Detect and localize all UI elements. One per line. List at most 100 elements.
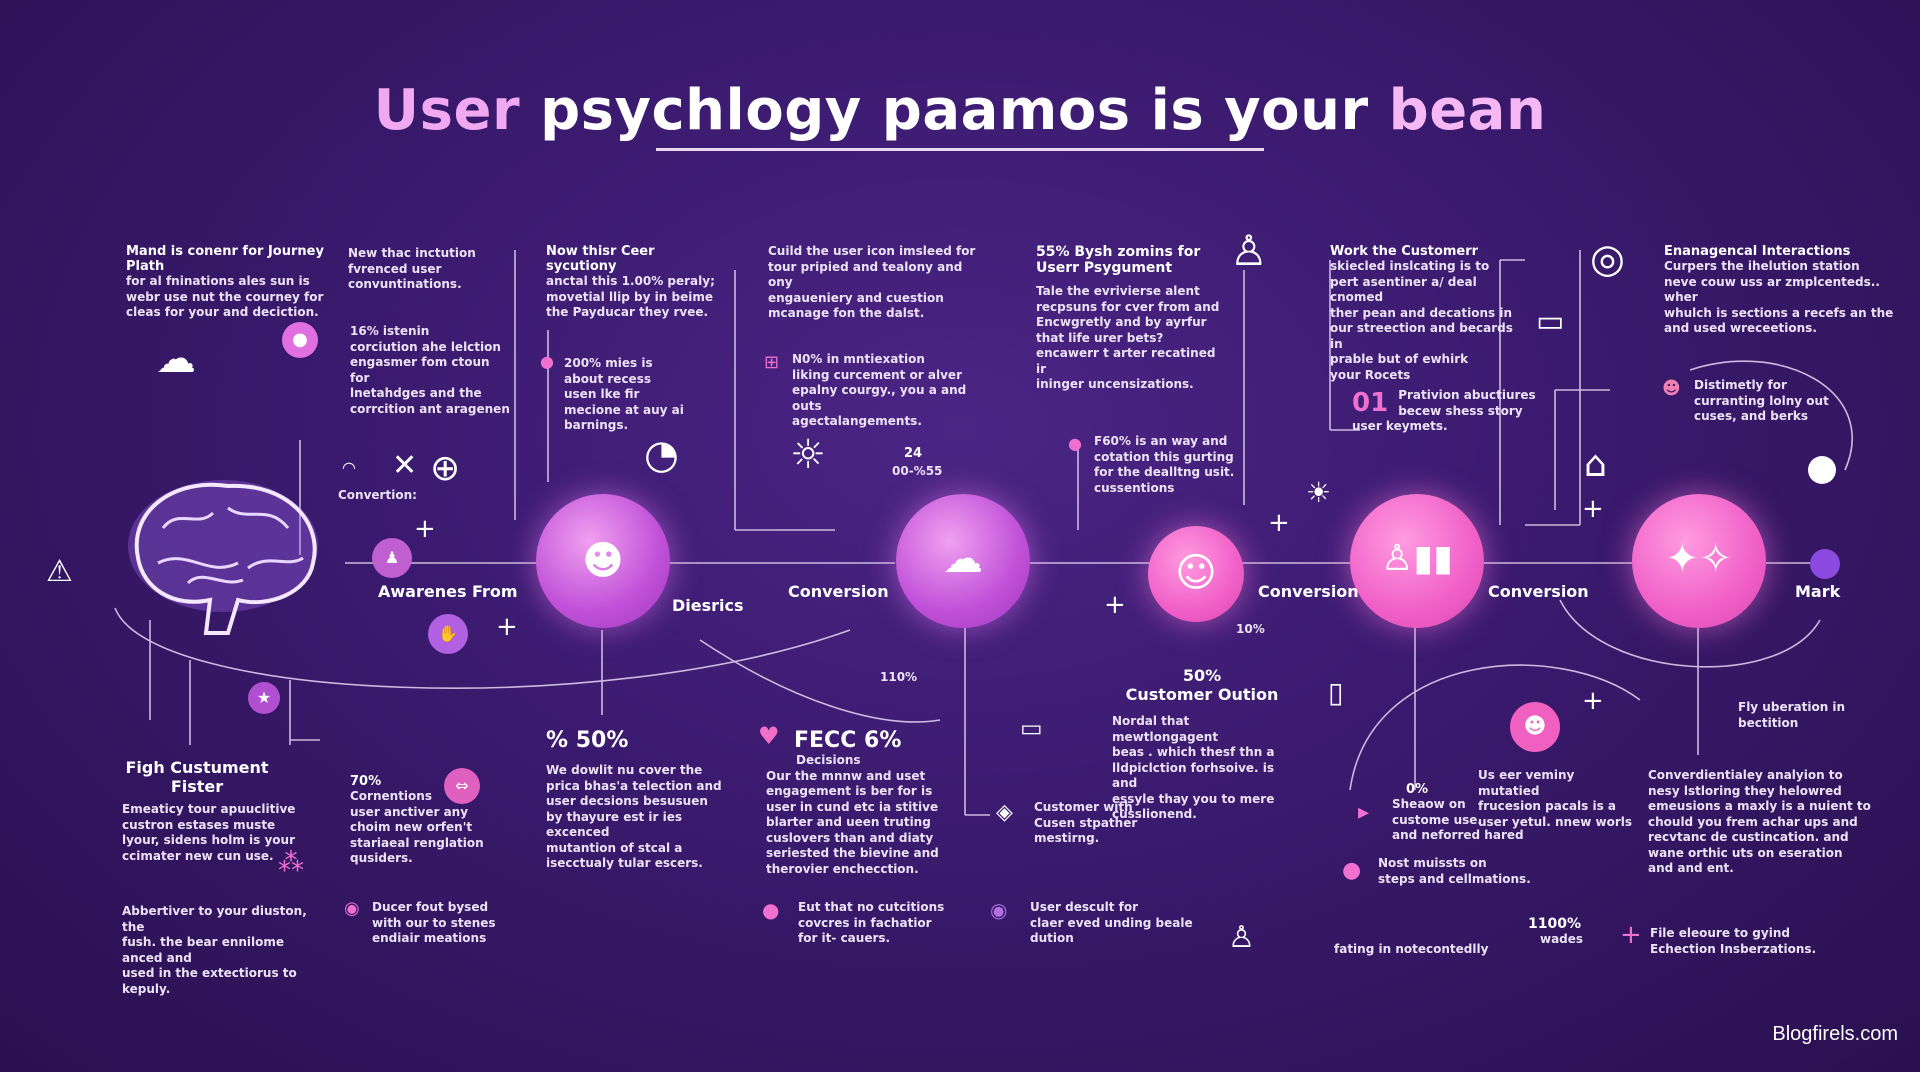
time-label: 00-%55: [892, 464, 943, 478]
bottom-block-2: 70% Cornentions user anctiver any choim …: [350, 774, 484, 865]
plus-icon-4: +: [1268, 508, 1290, 538]
plus-circle-icon: ⊞: [764, 352, 780, 373]
top-block-3: Now thisr Ceer sycutiony anctal this 1.0…: [546, 244, 715, 319]
top-block-4: Cuild the user icon imsleed for tour pri…: [768, 244, 976, 320]
end-dot: [1810, 549, 1840, 579]
face-small-icon: ☻: [1662, 378, 1681, 399]
footer-block-8: 1100% wades: [1528, 916, 1584, 946]
footer-block-5: User descult for claer eved unding beale…: [1030, 900, 1193, 945]
lamp-icon: ☀: [1306, 476, 1332, 509]
close-icon: ✕: [392, 448, 418, 483]
pct-110: 110%: [880, 670, 918, 684]
user-icon: ♟: [372, 538, 412, 578]
globe-icon: ⊕: [430, 448, 461, 489]
page-title: User psychlogy paamos is your bean: [373, 78, 1547, 143]
home-icon: ⌂: [1584, 444, 1607, 485]
arrows-icon: ⇔: [444, 768, 480, 804]
team-icon: ⁂: [278, 848, 304, 878]
box-icon: ▭: [1020, 714, 1043, 742]
plus-icon-3: +: [1104, 590, 1126, 620]
cloud-icon: ☁: [156, 336, 196, 382]
smiling-face-icon: ☺: [1175, 550, 1217, 596]
mid-block-4: F60% is an way and cotation this gurting…: [1094, 434, 1235, 495]
plus-icon-6: +: [1582, 686, 1604, 716]
plus-icon-7: +: [1620, 920, 1642, 950]
plus-icon-2: +: [496, 612, 518, 642]
top-block-5: 55% Bysh zomins for Userr Psygument Tale…: [1036, 244, 1220, 391]
mid-block-5: 01 Prativion abuctiures becew shess stor…: [1352, 388, 1536, 433]
star-icon: ★: [248, 682, 280, 714]
stage-label-2: Diesrics: [672, 596, 744, 615]
brain-icon: [118, 468, 328, 638]
person-standing-icon: ♙: [1230, 226, 1268, 275]
mid-block-5-number: 01: [1352, 388, 1389, 418]
plus-icon-5: +: [1582, 494, 1604, 524]
white-dot: [1808, 456, 1836, 484]
play-icon: ▸: [1358, 800, 1370, 825]
node-speech[interactable]: ☁: [896, 494, 1030, 628]
wifi-icon: ◠: [342, 458, 356, 477]
pct-10: 10%: [1236, 622, 1265, 636]
footer-block-7: fating in notecontedlly: [1334, 942, 1489, 956]
chart-people-icon: ♙▮▮: [1381, 538, 1453, 579]
dot-icon-2: ●: [1068, 434, 1082, 453]
people-icon: ☻: [582, 538, 624, 584]
footer-block-9: File eleoure to gyind Echection Insberza…: [1650, 926, 1817, 956]
bottom-block-3: % 50% We dowlit nu cover the prica bhas'…: [546, 728, 722, 870]
node-sparkle[interactable]: ✦✧: [1632, 494, 1766, 628]
bottom-block-5: 50% Customer Oution Nordal that mewtlong…: [1112, 666, 1279, 821]
speech-bubble-icon: ☁: [943, 536, 983, 582]
thumb-icon: ✋: [428, 614, 468, 654]
cursor-sparkle-icon: ☼: [790, 432, 826, 478]
bottom-block-8: Fly uberation in bectition: [1738, 700, 1846, 730]
watermark: Blogfirels.com: [1772, 1023, 1898, 1045]
apple-icon: ●: [282, 322, 318, 358]
title-underline: [656, 148, 1264, 151]
bottom-block-9: Converdientialey analyion to nesy lstlor…: [1648, 768, 1871, 875]
stage-label-6: Mark: [1795, 582, 1841, 601]
bottom-block-1: Figh Custument Fister Emeaticy tour apuu…: [122, 758, 296, 863]
plus-icon: +: [414, 514, 436, 544]
mid-block-6: Distimetly for curranting lolny out cuse…: [1694, 378, 1829, 423]
footer-block-3: Customer with Cusen stpather mestirng.: [1034, 800, 1138, 845]
mid-block-3: N0% in mntiexation liking curcement or a…: [792, 352, 967, 428]
footer-block-1: Abbertiver to your diuston, the fush. th…: [122, 904, 307, 996]
node-chart[interactable]: ♙▮▮: [1350, 494, 1484, 628]
clock-icon: ◔: [644, 432, 679, 478]
sparkle-icon: ✦✧: [1665, 536, 1733, 582]
top-block-1: Mand is conenr for Journey Plath for al …: [126, 244, 324, 319]
doc-icon: ▯: [1328, 676, 1344, 709]
heart-icon: ♥: [758, 722, 780, 750]
heart-circle-icon: ●: [762, 898, 780, 922]
target-icon: ◎: [1590, 236, 1625, 282]
heart-face-icon: ☻: [1510, 702, 1560, 752]
node-people[interactable]: ☻: [536, 494, 670, 628]
top-block-6: Work the Customerr skiecled inslcating i…: [1330, 244, 1513, 382]
stage-label-1: Awarenes From: [378, 582, 518, 601]
mid-block-1: 16% istenin corciution ahe lelction enga…: [350, 324, 510, 416]
bottom-block-4: FECC 6% Decisions Our the mnnw and uset …: [766, 728, 939, 876]
wifi-circle-icon: ◉: [990, 898, 1008, 922]
bottom-block-6: 0% Sheaow on custome use. and neforred h…: [1392, 782, 1524, 842]
person-small-icon: ♙: [1228, 920, 1255, 955]
time-value: 24: [904, 446, 923, 461]
bottom-block-7: Us eer veminy mutatied frucesion pacals …: [1478, 768, 1633, 829]
bulb-icon: ●: [1342, 858, 1362, 883]
footer-block-4: Eut that no cutcitions covcres in fachat…: [798, 900, 945, 945]
link-icon: ◈: [996, 800, 1013, 825]
top-block-2: New thac inctution fvrenced user convunt…: [348, 246, 476, 291]
stage-label-4: Conversion: [1258, 582, 1359, 601]
footer-block-2: Ducer fout bysed with our to stenes endi…: [372, 900, 496, 945]
laptop-icon: ▭: [1536, 304, 1565, 339]
alert-icon: ⚠: [46, 554, 73, 589]
stage-label-5: Conversion: [1488, 582, 1589, 601]
mid-block-2: 200% mies is about recess usen lke fir m…: [564, 356, 684, 432]
top-block-7: Enanagencal Interactions Curpers the ihe…: [1664, 244, 1894, 335]
stage-label-3: Conversion: [788, 582, 889, 601]
convertion-label: Convertion:: [338, 488, 417, 502]
footer-block-6: Nost muissts on steps and cellmations.: [1378, 856, 1531, 886]
pin-icon: ◉: [344, 898, 360, 919]
dot-icon: ●: [540, 352, 554, 371]
node-face[interactable]: ☺: [1148, 526, 1244, 622]
